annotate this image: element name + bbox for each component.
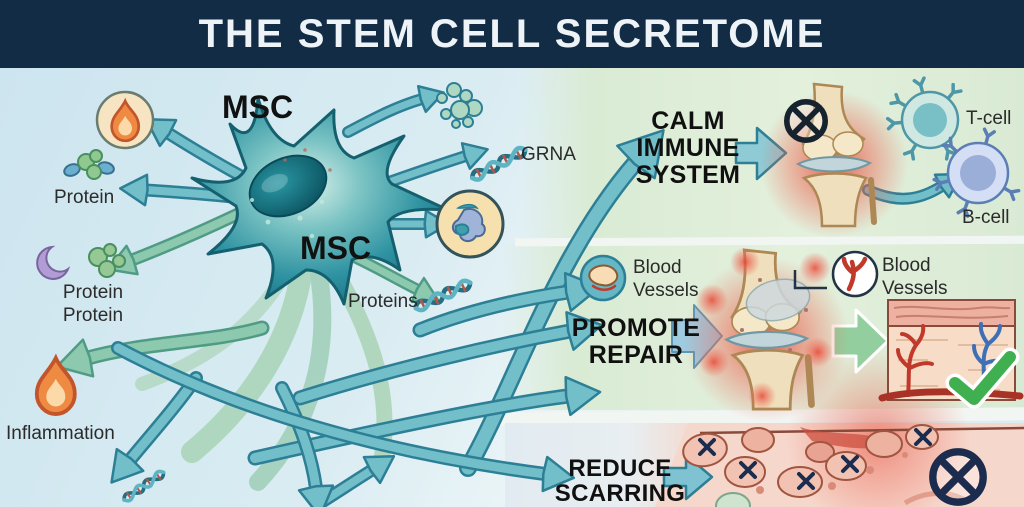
blood-vessels-label-right: Blood Vessels bbox=[882, 255, 948, 299]
blood-vessels-label-left: Blood Vessels bbox=[633, 257, 699, 301]
inflammation-label: Inflammation bbox=[6, 423, 115, 444]
proteins-label: Proteins bbox=[348, 291, 418, 312]
b-cell-label: B-cell bbox=[962, 207, 1010, 228]
msc-label-top: MSC bbox=[222, 89, 294, 125]
reduce-scarring-heading: REDUCE SCARRING bbox=[554, 455, 686, 507]
calm-immune-heading: CALM IMMUNE SYSTEM bbox=[635, 107, 741, 189]
grna-label: GRNA bbox=[521, 144, 576, 165]
protein-label: Protein bbox=[54, 187, 115, 208]
t-cell-label: T-cell bbox=[966, 108, 1012, 129]
promote-repair-heading: PROMOTE REPAIR bbox=[571, 314, 701, 369]
panel-calm-immune-bg bbox=[520, 68, 1024, 238]
page-title: THE STEM CELL SECRETOME bbox=[198, 11, 826, 56]
title-bar: THE STEM CELL SECRETOME bbox=[0, 0, 1024, 68]
protein-pair-label: Protein Protein bbox=[62, 282, 124, 326]
msc-label-bottom: MSC bbox=[300, 230, 372, 266]
